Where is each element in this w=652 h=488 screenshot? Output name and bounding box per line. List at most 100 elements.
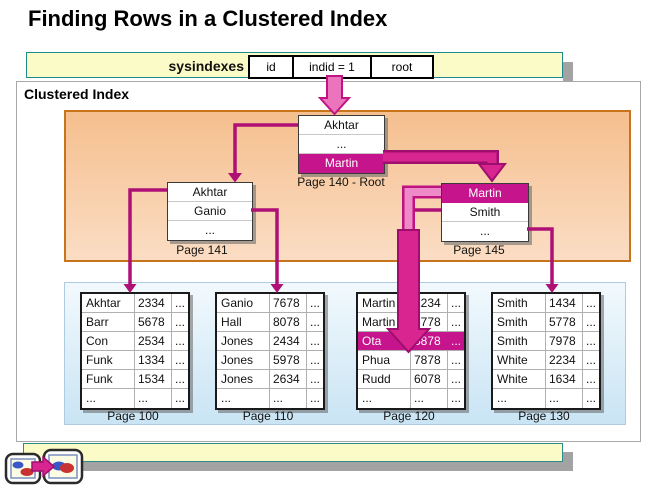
cell: Smith: [493, 332, 546, 350]
cell: 1434: [546, 294, 583, 312]
cell: ...: [175, 391, 186, 405]
index-row: Akhtar: [299, 116, 384, 135]
cell: Martin: [358, 294, 411, 312]
index-row-highlighted: Martin: [299, 154, 384, 173]
cell: 5778: [546, 313, 583, 331]
index-row: Ganio: [168, 202, 252, 221]
cell: Smith: [493, 294, 546, 312]
cell: Funk: [82, 351, 135, 369]
sorted-data-pages-icon: [42, 448, 84, 485]
cell: ...: [586, 315, 597, 329]
cell: ...: [175, 296, 186, 310]
cell: 5978: [270, 351, 307, 369]
banner-shadow: [563, 62, 573, 81]
cell: ...: [586, 334, 597, 348]
cell: 8078: [270, 313, 307, 331]
cell: Ota: [358, 332, 411, 350]
intermediate-page-box-145: Martin Smith ...: [441, 183, 529, 242]
cell: ...: [175, 372, 186, 386]
page-label: Page 120: [383, 409, 435, 423]
cell: Con: [82, 332, 135, 350]
cell: ...: [358, 389, 411, 408]
sysindexes-cell-id: id: [250, 57, 294, 77]
bottom-banner: [23, 443, 563, 462]
cell: ...: [175, 334, 186, 348]
cell: Jones: [217, 370, 270, 388]
cell: 2634: [270, 370, 307, 388]
cell: ...: [310, 334, 321, 348]
cell: ...: [82, 389, 135, 408]
clustered-index-label: Clustered Index: [24, 86, 130, 102]
intermediate-page-box-141: Akhtar Ganio ...: [167, 182, 253, 241]
sysindexes-cell-indid: indid = 1: [294, 57, 372, 77]
cell: 2334: [135, 294, 172, 312]
cell: ...: [217, 389, 270, 408]
table-row: .........: [217, 389, 323, 408]
sysindexes-row-table: id indid = 1 root: [248, 55, 434, 79]
page-label: Page 145: [453, 243, 505, 257]
cell: Ganio: [217, 294, 270, 312]
sysindexes-label: sysindexes: [168, 58, 245, 74]
cell: 5678: [135, 313, 172, 331]
cell: 1234: [411, 294, 448, 312]
cell: 2234: [546, 351, 583, 369]
cell: ...: [546, 389, 583, 408]
cell: ...: [493, 389, 546, 408]
table-row: .........: [358, 389, 464, 408]
cell: Akhtar: [82, 294, 135, 312]
cell: 7678: [270, 294, 307, 312]
index-row: Akhtar: [168, 183, 252, 202]
cell: 1334: [135, 351, 172, 369]
table-row: .........: [82, 389, 188, 408]
cell: Martin: [358, 313, 411, 331]
cell: ...: [451, 353, 462, 367]
cell: ...: [310, 391, 321, 405]
cell: ...: [175, 353, 186, 367]
heap-to-clustered-icons: [4, 448, 84, 485]
cell: ...: [451, 334, 462, 348]
cell: ...: [310, 296, 321, 310]
cell: 6778: [411, 313, 448, 331]
cell: 1634: [546, 370, 583, 388]
cell: 1534: [135, 370, 172, 388]
cell: ...: [411, 389, 448, 408]
cell: 7878: [411, 351, 448, 369]
forward-arrow-icon: [31, 455, 56, 478]
cell: Rudd: [358, 370, 411, 388]
cell: ...: [586, 372, 597, 386]
cell: Funk: [82, 370, 135, 388]
cell: ...: [310, 315, 321, 329]
cell: White: [493, 370, 546, 388]
cell: ...: [135, 389, 172, 408]
cell: Jones: [217, 332, 270, 350]
cell: 5878: [411, 332, 448, 350]
cell: ...: [586, 296, 597, 310]
index-row-ellipsis: ...: [299, 135, 384, 154]
cell: Smith: [493, 313, 546, 331]
cell: 2534: [135, 332, 172, 350]
cell: ...: [586, 391, 597, 405]
cell: ...: [451, 315, 462, 329]
cell: ...: [310, 353, 321, 367]
cell: ...: [310, 372, 321, 386]
